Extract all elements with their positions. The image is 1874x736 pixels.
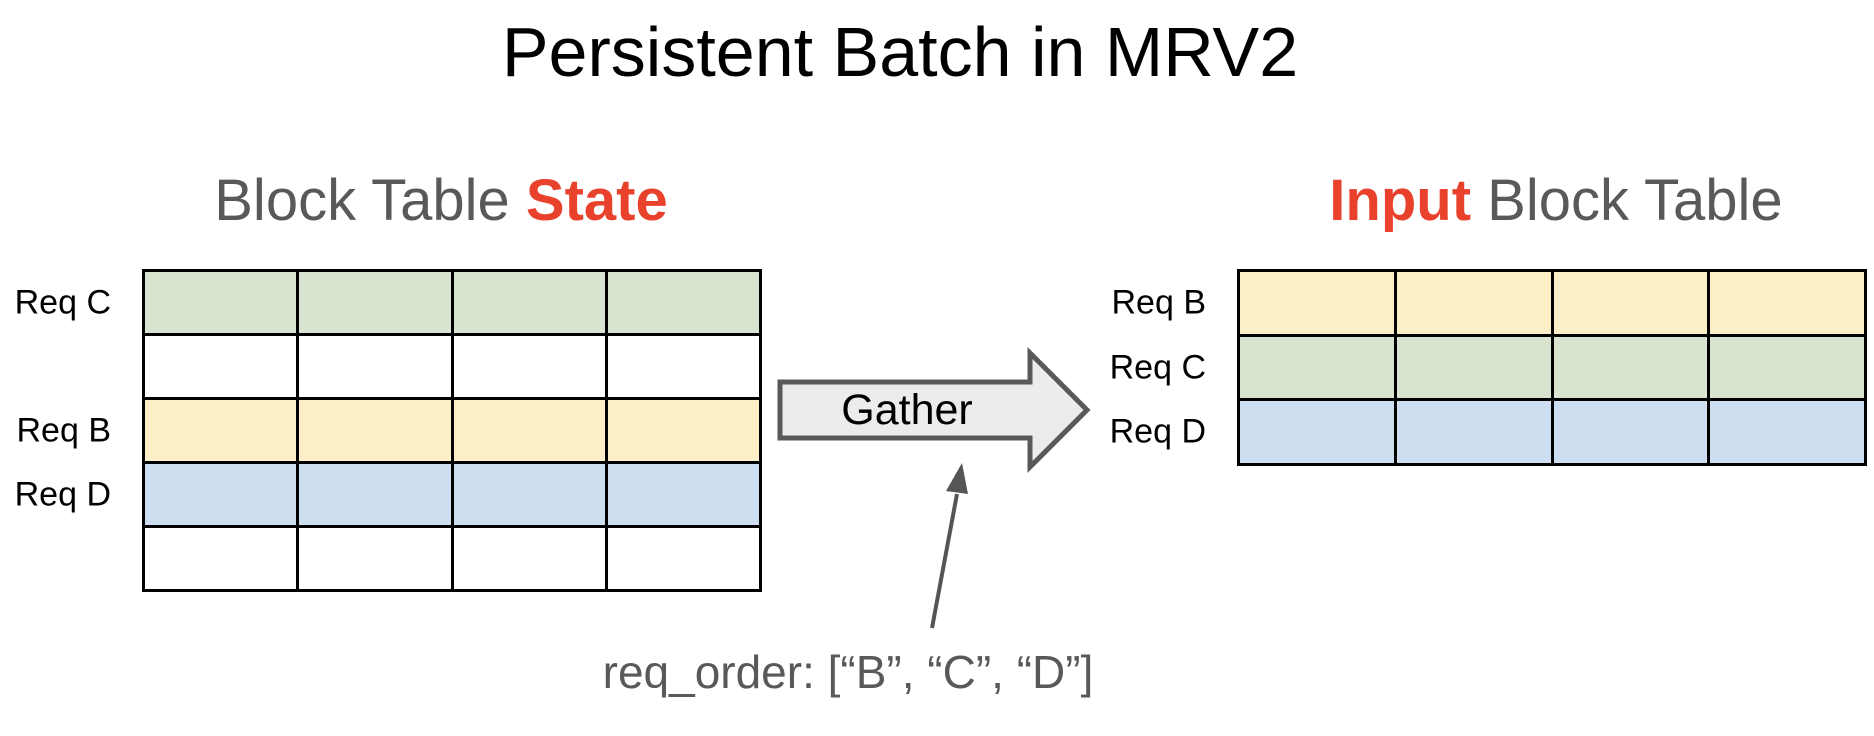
table-row: Req C [15,272,759,333]
block-cell-green [1396,336,1551,399]
left-title-plain-text: Block Table [214,168,526,233]
table-row [145,336,759,397]
block-cell-yellow [1553,272,1708,334]
block-cell-yellow [145,400,297,461]
block-cell-blue [145,464,297,525]
table-row: Req B [17,400,759,461]
block-cell-blue [1553,401,1708,464]
block-cell-white [299,528,451,589]
block-cell-blue [607,464,759,525]
table-row: Req C [1110,336,1864,399]
block-cell-yellow [1396,272,1551,334]
block-cell-green [453,272,605,333]
input-block-table: Req B Req C Req D [1110,269,1867,466]
block-cell-green [299,272,451,333]
row-label: Req C [1109,348,1206,386]
block-cell-green [1710,336,1864,399]
block-cell-green [145,272,297,333]
block-cell-white [607,528,759,589]
row-label: Req B [1111,283,1207,322]
block-cell-white [145,528,297,589]
right-table-title: Input Block Table [1329,168,1782,235]
block-cell-blue [1396,401,1551,464]
table-row: Req D [15,464,759,525]
block-cell-yellow [607,400,759,461]
row-label: Req B [16,411,112,449]
block-cell-white [453,336,605,397]
block-cell-yellow [299,400,451,461]
table-row: Req D [1110,401,1864,464]
state-block-table: Req C Req B Req D [15,269,762,592]
req-order-pointer-arrow-line [930,493,959,629]
gather-arrow-label: Gather [841,386,973,434]
block-cell-white [453,528,605,589]
left-table-title: Block Table State [214,168,668,235]
block-cell-yellow [1710,272,1864,334]
block-cell-white [607,336,759,397]
row-label: Req D [1109,412,1206,451]
block-cell-blue [1710,401,1864,464]
block-cell-green [1553,336,1708,399]
table-row [145,528,759,589]
row-label: Req D [14,475,111,513]
table-row: Req B [1112,272,1864,334]
left-title-accent-text: State [525,168,668,233]
block-cell-blue [299,464,451,525]
page-title: Persistent Batch in MRV2 [501,13,1299,91]
block-cell-blue [1240,401,1394,464]
row-label: Req C [14,283,111,321]
req-order-pointer-arrow-head [946,463,968,494]
block-cell-blue [453,464,605,525]
block-cell-yellow [453,400,605,461]
block-cell-green [1240,336,1394,399]
block-cell-green [607,272,759,333]
right-title-accent-text: Input [1329,168,1472,233]
block-cell-white [299,336,451,397]
right-title-plain-text: Block Table [1471,168,1783,233]
block-cell-white [145,336,297,397]
req-order-annotation: req_order: [“B”, “C”, “D”] [602,646,1094,698]
block-cell-yellow [1240,272,1394,334]
